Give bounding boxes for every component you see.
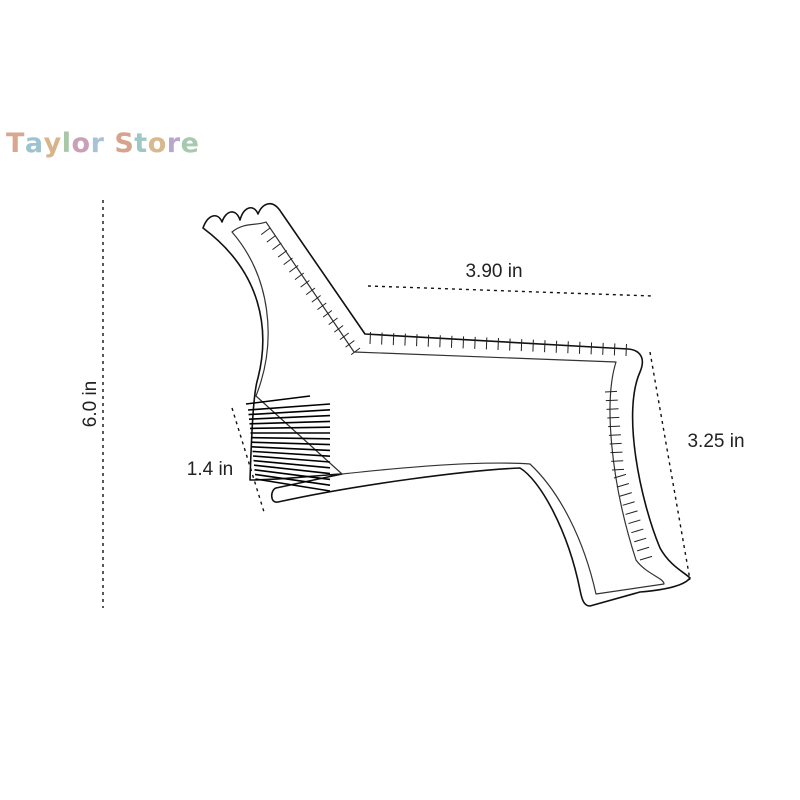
comb-tooth — [250, 436, 331, 440]
width-label: 3.90 in — [465, 261, 522, 282]
brand-letter: S — [114, 128, 135, 159]
comb-spine — [245, 395, 311, 405]
ruler-tick — [350, 347, 361, 356]
comb-tooth — [248, 409, 331, 416]
template-inner-guide — [231, 221, 665, 595]
side-label: 3.25 in — [687, 431, 744, 452]
ruler-tick — [317, 302, 327, 311]
comb-tooth — [247, 403, 331, 411]
ruler-tick — [631, 528, 644, 534]
ruler-tick — [260, 227, 271, 236]
brand-letter: a — [24, 128, 44, 159]
ruler-tick — [283, 257, 293, 266]
side-dimension-line — [649, 351, 691, 581]
ruler-tick — [300, 280, 310, 288]
comb-tooth — [251, 441, 331, 446]
ruler-tick — [328, 317, 338, 326]
comb-tooth — [252, 455, 331, 463]
ruler-tick — [339, 332, 350, 341]
comb-tooth — [252, 450, 331, 457]
ruler-tick — [608, 425, 621, 428]
ruler-tick — [606, 408, 619, 410]
comb-tooth — [253, 464, 331, 475]
brand-watermark: Taylor Store — [6, 128, 199, 159]
template-outline — [202, 203, 691, 607]
ruler-tick — [639, 555, 653, 561]
comb-tooth — [254, 473, 331, 486]
ruler-tick — [266, 235, 276, 243]
comb-teeth — [245, 395, 331, 492]
ruler-tick — [289, 265, 299, 273]
ruler-tick — [611, 468, 625, 471]
brand-letter: t — [134, 128, 148, 159]
ruler-tick — [345, 340, 355, 348]
comb-tooth — [255, 478, 331, 492]
comb-tooth — [249, 426, 331, 430]
ruler-tick — [634, 537, 647, 543]
ruler-tick — [616, 483, 630, 488]
ruler-tick — [272, 242, 282, 251]
comb-tooth — [249, 420, 331, 425]
ruler-tick — [622, 501, 635, 506]
ruler-tick — [305, 287, 316, 296]
comb-tooth — [251, 446, 331, 452]
ruler-tick — [607, 416, 620, 419]
width-dimension-line — [367, 285, 653, 297]
brand-letter: y — [43, 128, 62, 159]
brand-letter: l — [61, 128, 72, 159]
ruler-tick — [605, 399, 618, 402]
comb-tooth — [254, 469, 331, 481]
ruler-tick — [611, 460, 624, 462]
brand-letter: r — [166, 128, 181, 159]
ruler-tick — [294, 272, 305, 281]
comb-tooth — [248, 414, 331, 420]
ruler-tick — [608, 434, 621, 436]
brand-letter: T — [6, 128, 25, 159]
brand-letter: o — [147, 128, 167, 159]
comb-label: 1.4 in — [187, 459, 233, 480]
ruler-tick — [610, 451, 623, 454]
brand-letter: o — [71, 128, 91, 159]
ruler-tick — [334, 325, 344, 333]
brand-letter: r — [90, 128, 105, 159]
ruler-tick — [311, 295, 321, 303]
ruler-tick — [322, 310, 333, 318]
ruler-tick — [636, 546, 650, 552]
ruler-tick — [604, 390, 618, 393]
ruler-tick — [613, 473, 627, 479]
ruler-tick — [619, 492, 632, 497]
ruler-tick — [609, 442, 622, 445]
comb-tooth — [253, 459, 331, 469]
ruler-ticks — [260, 227, 653, 561]
ruler-tick — [277, 250, 288, 258]
ruler-tick — [628, 519, 641, 525]
height-label: 6.0 in — [80, 381, 101, 427]
brand-letter: e — [180, 128, 200, 159]
ruler-tick — [625, 510, 638, 515]
